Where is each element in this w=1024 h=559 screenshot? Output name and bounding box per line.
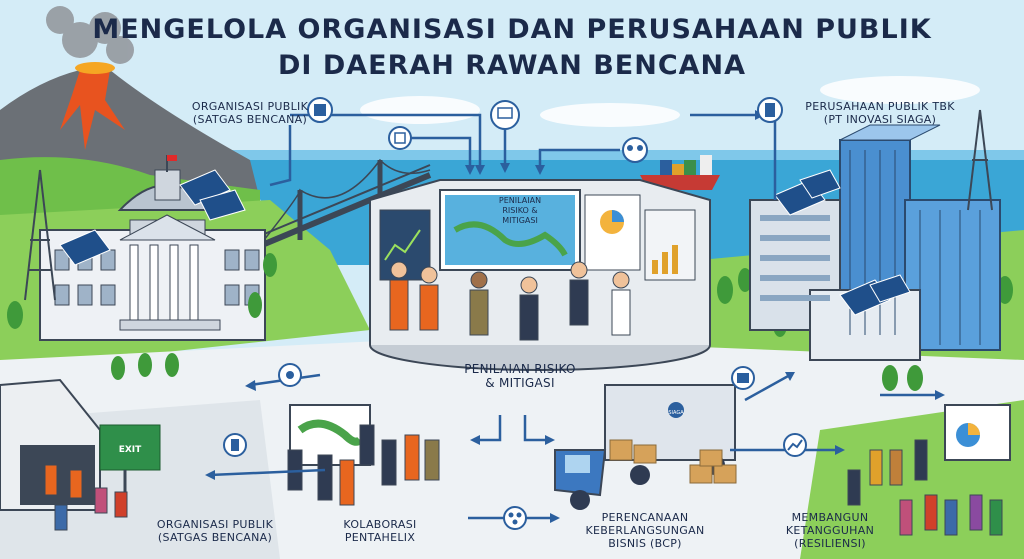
org-top-name: ORGANISASI PUBLIK — [191, 100, 309, 113]
trees — [7, 253, 1013, 391]
org-top-sub: (SATGAS BENCANA) — [192, 113, 308, 126]
phone-icon — [223, 433, 247, 457]
meeting-icon — [622, 137, 648, 163]
company-label: PERUSAHAAN PUBLIK TBK (PT INOVASI SIAGA) — [790, 100, 970, 126]
bcp-label: PERENCANAAN KEBERLANGSUNGAN BISNIS (BCP) — [585, 511, 705, 550]
resilience-label: MEMBANGUN KETANGGUHAN (RESILIENSI) — [770, 511, 890, 550]
org-top-label: ORGANISASI PUBLIK (SATGAS BENCANA) — [180, 100, 320, 126]
presentation-icon — [490, 100, 520, 130]
screen-label-2: RISIKO & — [502, 206, 537, 215]
org-bottom-name: ORGANISASI PUBLIK — [156, 518, 274, 531]
company-name: PERUSAHAAN PUBLIK TBK — [805, 100, 955, 113]
org-bottom-label: ORGANISASI PUBLIK (SATGAS BENCANA) — [140, 518, 290, 544]
command-center — [369, 179, 711, 371]
growth-icon — [783, 433, 807, 457]
risk-sub: & MITIGASI — [485, 376, 555, 390]
truck-logo: SIAGA — [668, 410, 684, 416]
screen-label-1: PENILAIAN — [499, 196, 541, 205]
government-building — [24, 155, 266, 341]
title-line-1: MENGELOLA ORGANISASI DAN PERUSAHAAN PUBL… — [92, 14, 932, 45]
risk-label: PENILAIAN RISIKO & MITIGASI — [440, 362, 600, 390]
arrow-heads — [205, 110, 945, 523]
resilience-group — [847, 404, 1011, 536]
gear-icon — [278, 363, 302, 387]
risk-name: PENILAIAN RISIKO — [464, 362, 576, 376]
company-buildings — [749, 109, 1001, 361]
resilience-line-2: KETANGGUHAN — [785, 524, 875, 537]
collab-sub: PENTAHELIX — [344, 531, 416, 544]
bcp-line-1: PERENCANAAN — [601, 511, 689, 524]
shelter-warehouse — [0, 378, 161, 531]
org-bottom-sub: (SATGAS BENCANA) — [157, 531, 273, 544]
resilience-line-3: (RESILIENSI) — [794, 537, 866, 550]
building-icon — [307, 97, 333, 123]
logistics-truck — [554, 384, 737, 510]
collab-label: KOLABORASI PENTAHELIX — [325, 518, 435, 544]
resilience-line-1: MEMBANGUN — [791, 511, 869, 524]
bcp-line-3: BISNIS (BCP) — [608, 537, 682, 550]
cargo-ship — [640, 155, 720, 190]
network-icon — [503, 506, 527, 530]
box-icon — [731, 366, 755, 390]
office-building-icon — [757, 97, 783, 123]
exit-sign: EXIT — [119, 445, 142, 455]
certificate-icon — [388, 126, 412, 150]
company-sub: (PT INOVASI SIAGA) — [823, 113, 937, 126]
collab-name: KOLABORASI — [343, 518, 417, 531]
title-line-2: DI DAERAH RAWAN BENCANA — [277, 50, 747, 81]
bcp-line-2: KEBERLANGSUNGAN — [585, 524, 705, 537]
screen-label-3: MITIGASI — [502, 216, 538, 225]
collaboration-group — [287, 404, 440, 506]
